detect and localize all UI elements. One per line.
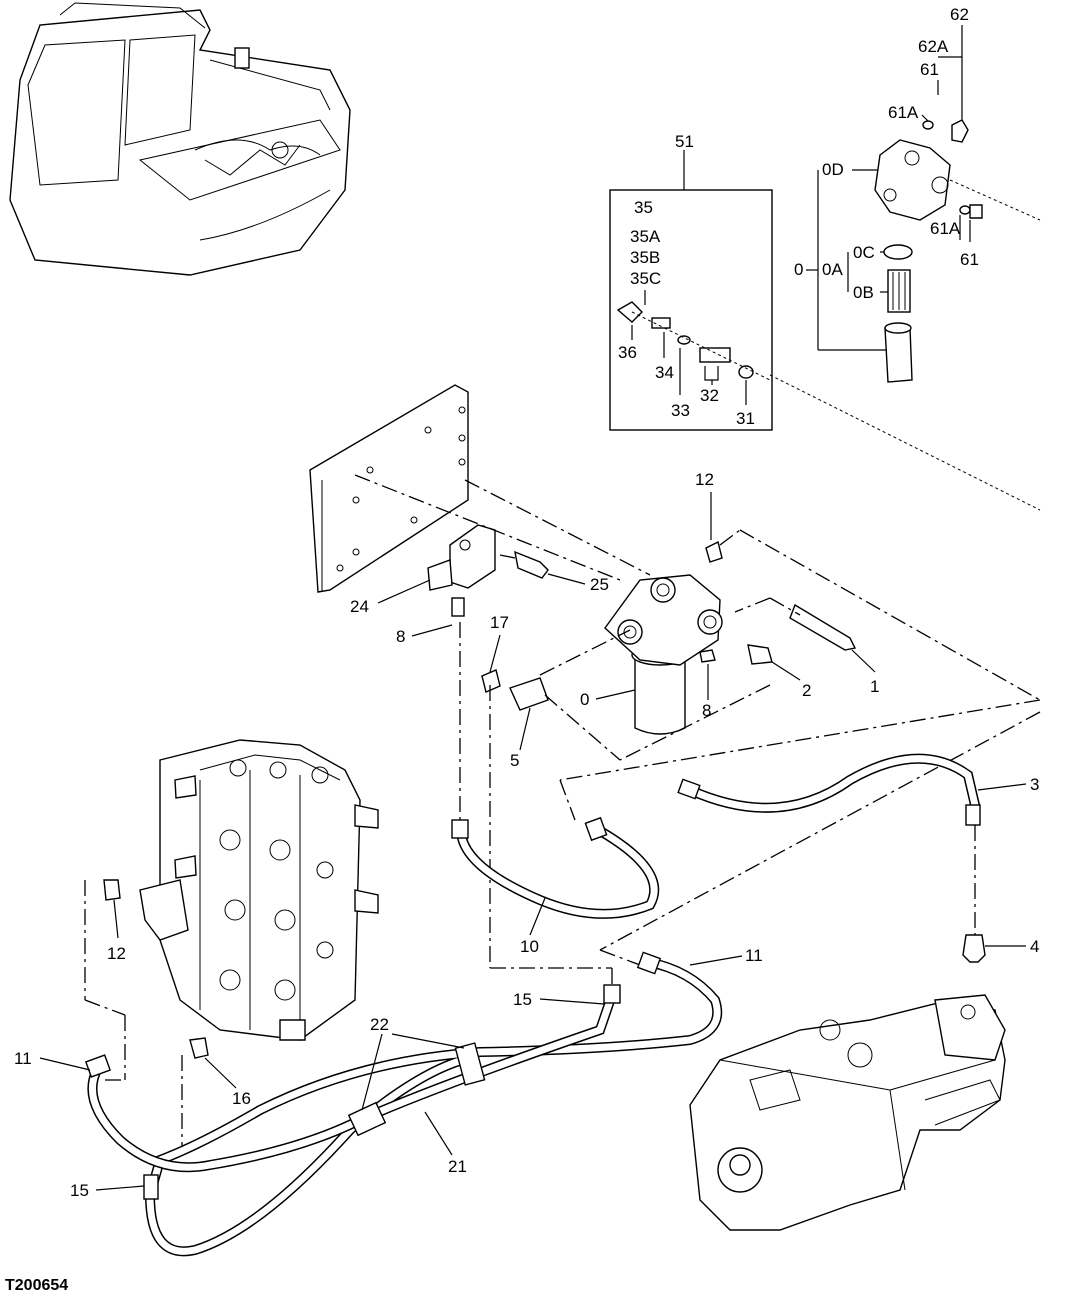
label-62: 62	[950, 5, 969, 24]
label-21: 21	[448, 1157, 467, 1176]
label-10: 10	[520, 937, 539, 956]
label-32: 32	[700, 386, 719, 405]
filter-exploded-view	[769, 119, 1041, 511]
label-0d: 0D	[822, 160, 844, 179]
label-15-left: 15	[70, 1181, 89, 1200]
label-0a: 0A	[822, 260, 843, 279]
label-61a-upper: 61A	[888, 103, 919, 122]
label-4: 4	[1030, 937, 1039, 956]
label-12-left: 12	[107, 944, 126, 963]
filter-callouts: 62 62A 61 61A 0D 0 0A 0C 0B 61A 61	[794, 5, 979, 351]
label-0b: 0B	[853, 283, 874, 302]
label-16: 16	[232, 1089, 251, 1108]
label-61a-lower: 61A	[930, 219, 961, 238]
kit-box-label: 51	[675, 132, 694, 151]
seal-kit-box: 51 35 35A 35B 35C 36 34 33 32 31	[609, 132, 773, 431]
label-5: 5	[510, 751, 519, 770]
kit-parts	[616, 301, 771, 381]
label-35a: 35A	[630, 227, 661, 246]
callouts: 12 25 24 8 17 1 2 0 8 5 3 10 4 12 11 15 …	[14, 470, 1039, 1200]
label-35b: 35B	[630, 248, 660, 267]
label-25: 25	[590, 575, 609, 594]
hydraulic-pump	[689, 994, 1006, 1231]
label-11-left: 11	[14, 1049, 32, 1068]
label-11-right: 11	[745, 946, 763, 965]
label-15-mid: 15	[513, 990, 532, 1009]
label-61a: 61	[920, 60, 939, 79]
label-0-main: 0	[580, 690, 589, 709]
label-0c: 0C	[853, 243, 875, 262]
label-8-right: 8	[702, 701, 711, 720]
label-24: 24	[350, 597, 369, 616]
routing-lines	[84, 474, 1041, 1150]
hoses	[84, 753, 986, 1257]
label-35: 35	[634, 198, 653, 217]
excavator-locator	[9, 2, 351, 276]
filter-housing-main	[481, 540, 857, 735]
figure-id: T200654	[5, 1277, 68, 1294]
label-22: 22	[370, 1015, 389, 1034]
label-61-lower: 61	[960, 250, 979, 269]
label-31: 31	[736, 409, 755, 428]
label-34: 34	[655, 363, 674, 382]
label-17: 17	[490, 613, 509, 632]
label-2: 2	[802, 681, 811, 700]
label-1: 1	[870, 677, 879, 696]
label-0-root: 0	[794, 260, 803, 279]
label-33: 33	[671, 401, 690, 420]
label-35c: 35C	[630, 269, 661, 288]
control-valve	[139, 739, 379, 1041]
label-8-left: 8	[396, 627, 405, 646]
label-62a: 62A	[918, 37, 949, 56]
valve-block-24	[427, 524, 549, 617]
label-12-top: 12	[695, 470, 714, 489]
label-3: 3	[1030, 775, 1039, 794]
label-36: 36	[618, 343, 637, 362]
